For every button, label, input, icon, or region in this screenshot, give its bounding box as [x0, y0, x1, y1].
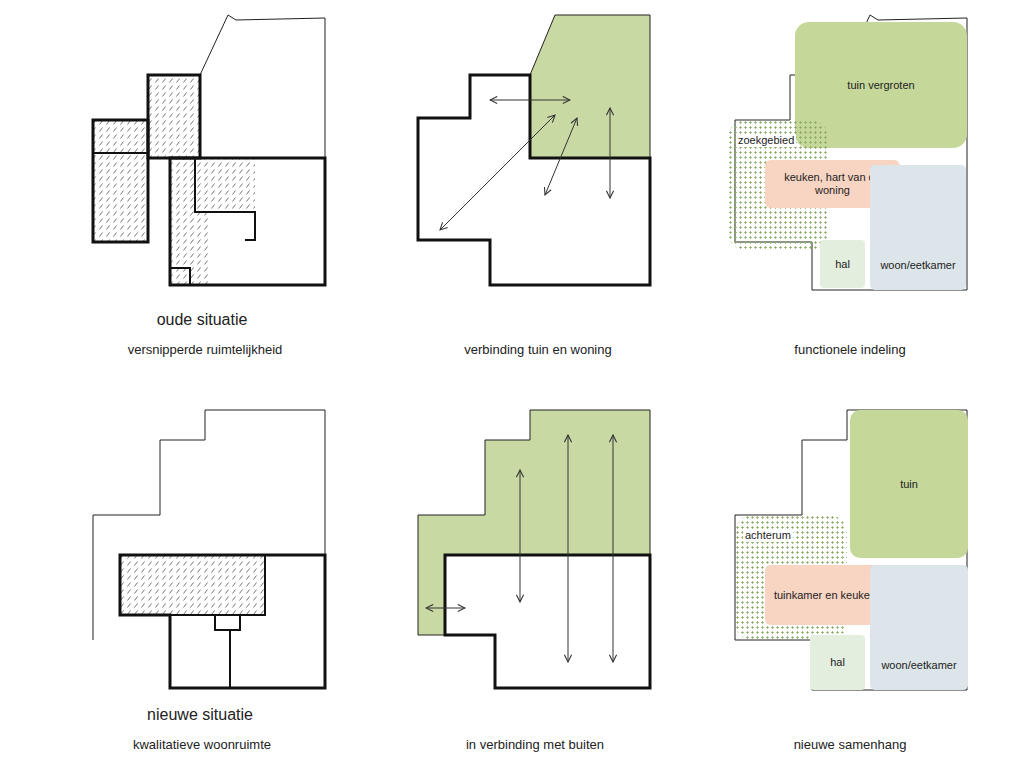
zone-label: woon/eetkamer — [880, 259, 955, 272]
zone-label: tuin vergroten — [847, 79, 914, 92]
zone-label: hal — [835, 258, 850, 271]
function-zone: hal — [810, 635, 865, 690]
zone-label: woon/eetkamer — [881, 659, 956, 672]
function-zone: woon/eetkamer — [870, 165, 966, 290]
zone-label: achterum — [743, 529, 793, 542]
function-zone: woon/eetkamer — [870, 565, 968, 690]
plot-outline — [735, 410, 967, 690]
panel-caption: nieuwe samenhang — [794, 737, 907, 752]
zone-label: zoekgebied — [736, 134, 796, 147]
zone-label: tuin — [900, 478, 918, 491]
panel-caption: functionele indeling — [794, 342, 905, 357]
zone-label: hal — [830, 656, 845, 669]
zone-label: tuinkamer en keuken — [774, 589, 876, 602]
panel-caption: versnipperde ruimtelijkheid — [128, 342, 283, 357]
function-zone: tuin — [850, 410, 968, 558]
function-zone: tuinkamer en keuken — [765, 565, 885, 625]
function-zone: hal — [820, 240, 865, 288]
old-plan — [93, 15, 325, 285]
panel-caption: in verbinding met buiten — [466, 737, 604, 752]
connection-plan — [418, 15, 650, 285]
panel-caption: kwalitatieve woonruimte — [133, 737, 271, 752]
outside-connection-plan — [418, 410, 650, 688]
panel-caption: verbinding tuin en woning — [464, 342, 611, 357]
new-plan — [93, 410, 325, 688]
panel-heading: nieuwe situatie — [147, 706, 253, 724]
panel-heading: oude situatie — [157, 311, 248, 329]
